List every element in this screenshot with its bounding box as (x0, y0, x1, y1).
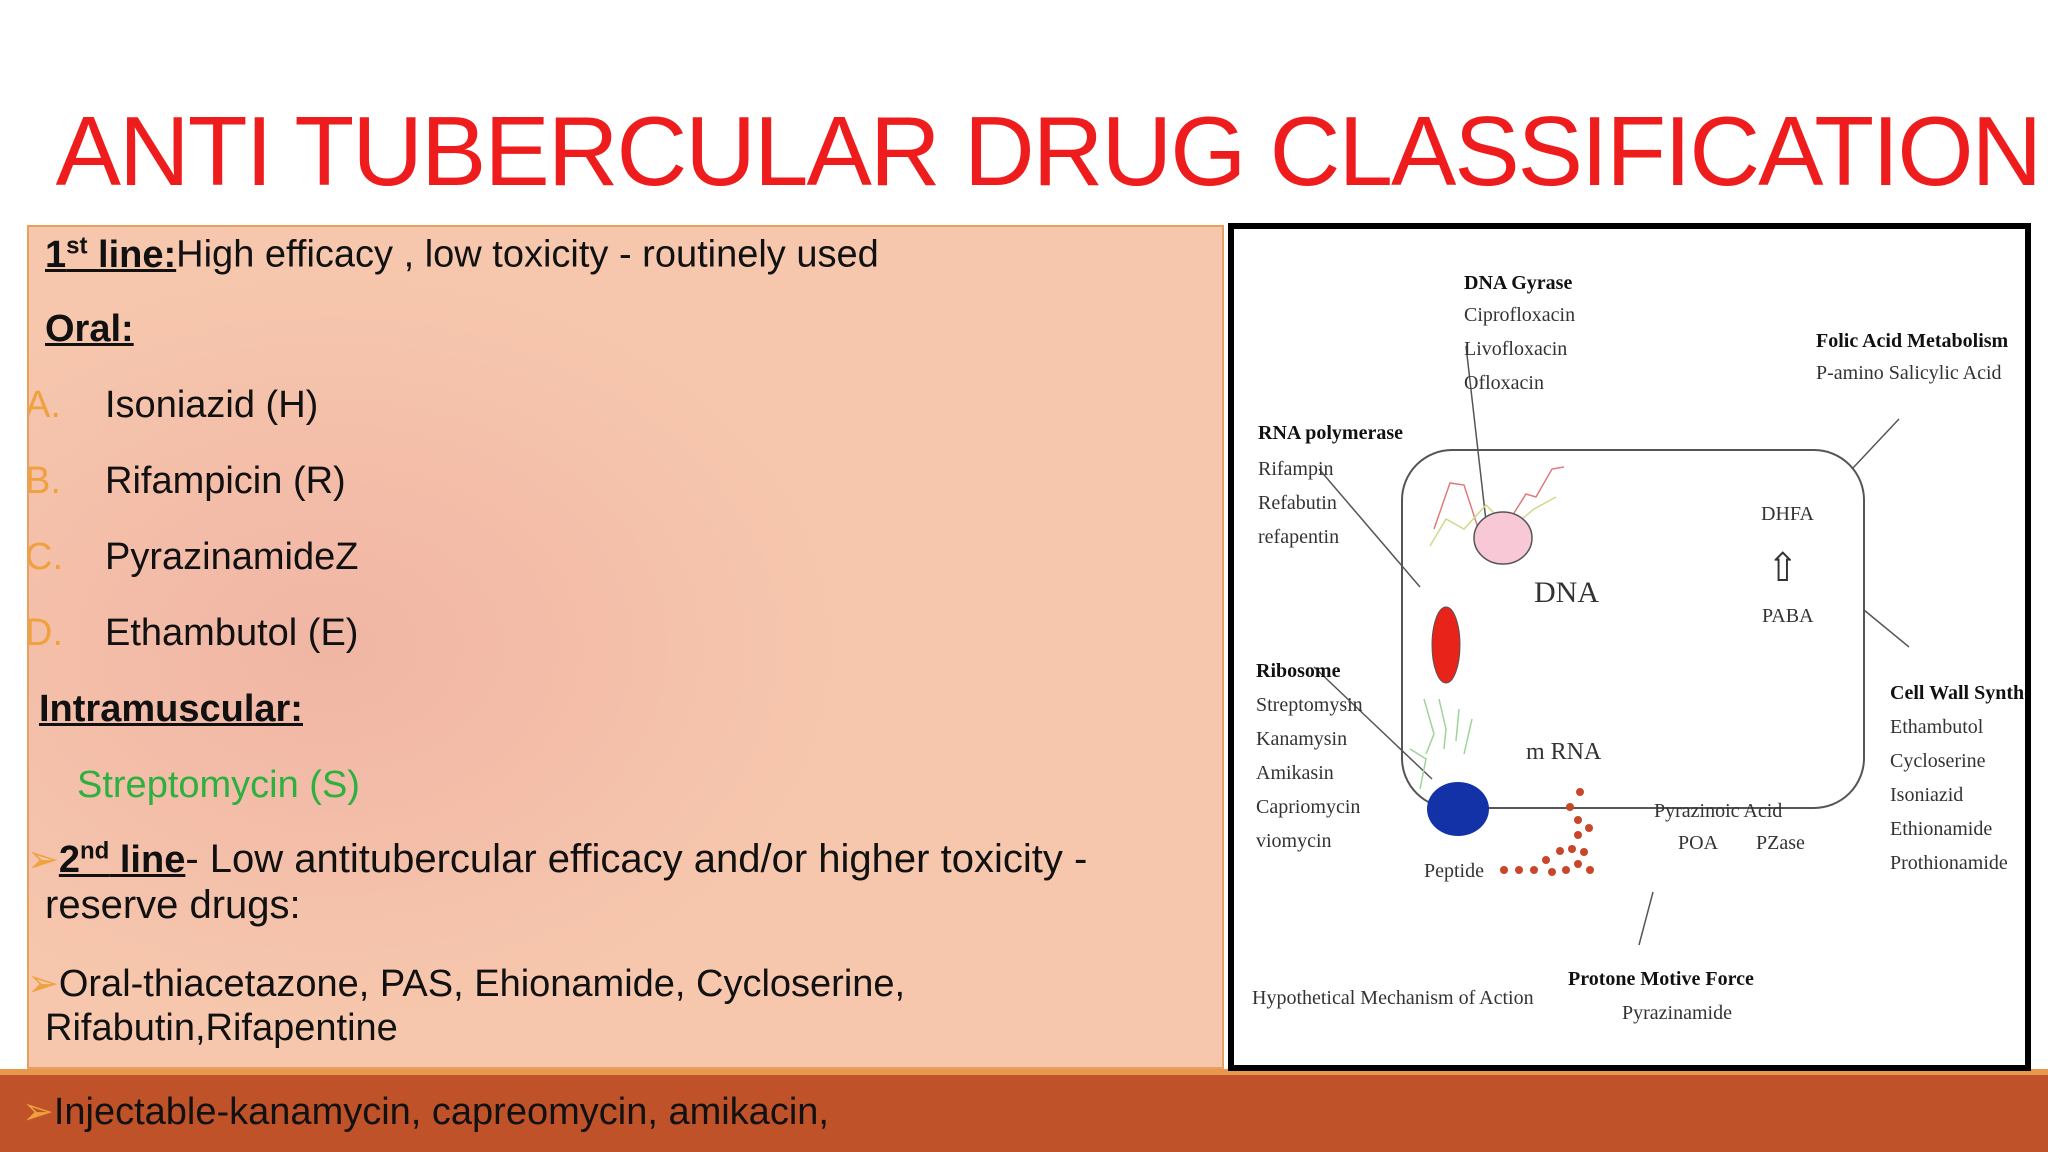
peptide-dots (1500, 788, 1594, 876)
drug-name: Ethambutol (E) (105, 612, 359, 654)
first-line-row: 1st line:High efficacy , low toxicity - … (45, 232, 879, 277)
cell-wall-drug: Cycloserine (1890, 750, 1986, 772)
dna-gyrase-drug: Ofloxacin (1464, 372, 1544, 394)
cell-wall-drug: Ethambutol (1890, 716, 1984, 738)
injectable-text: Injectable-kanamycin, capreomycin, amika… (53, 1091, 829, 1133)
second-line-word: line (109, 839, 186, 881)
poa-label: POA (1678, 832, 1719, 854)
ribosome-drug: Amikasin (1256, 762, 1334, 784)
folic-pointer (1851, 418, 1900, 470)
protone-pointer (1638, 891, 1654, 946)
mechanism-figure: DNA Gyrase Ciprofloxacin Livofloxacin Of… (1228, 223, 2031, 1071)
rna-polymerase-drug: Rifampin (1258, 458, 1334, 480)
second-line-desc: - Low antitubercular efficacy and/or hig… (185, 837, 1088, 881)
cell-wall-drug: Prothionamide (1890, 852, 2008, 874)
folic-title: Folic Acid Metabolism (1816, 330, 2009, 352)
drug-letter: D. (27, 612, 63, 654)
rna-polymerase-drug: Refabutin (1258, 492, 1337, 514)
ribosome-drug: viomycin (1256, 830, 1332, 852)
slide-title: ANTI TUBERCULAR DRUG CLASSIFICATION (55, 96, 2043, 206)
protone-drug: Pyrazinamide (1622, 1002, 1732, 1024)
mrna-label: m RNA (1526, 739, 1602, 765)
dna-gyrase-pointer (1465, 345, 1487, 522)
mechanism-diagram: DNA Gyrase Ciprofloxacin Livofloxacin Of… (1252, 272, 2025, 1024)
dna-gyrase-title: DNA Gyrase (1464, 272, 1572, 294)
oral-second-line-row: ➢Oral-thiacetazone, PAS, Ehionamide, Cyc… (27, 961, 906, 1006)
second-line-number: 2 (58, 839, 80, 881)
drug-name: Rifampicin (R) (105, 460, 346, 502)
cell-wall-pointer (1863, 609, 1910, 648)
drug-letter: A. (27, 384, 61, 426)
bullet-arrow-icon: ➢ (27, 963, 59, 1005)
figure-caption: Hypothetical Mechanism of Action (1252, 987, 1534, 1009)
classification-panel: 1st line:High efficacy , low toxicity - … (27, 225, 1224, 1069)
dna-label: DNA (1534, 576, 1599, 609)
oral-heading: Oral: (45, 308, 134, 350)
drug-name: Isoniazid (H) (105, 384, 319, 426)
ribosome-shape (1427, 782, 1489, 836)
second-line-row: ➢2nd line- Low antitubercular efficacy a… (27, 837, 1088, 882)
second-line-desc-cont: reserve drugs: (45, 883, 301, 927)
first-line-number: 1 (45, 233, 67, 276)
bottom-bar: ➢Injectable-kanamycin, capreomycin, amik… (0, 1069, 2048, 1152)
ribosome-pointer (1313, 666, 1433, 780)
streptomycin-text: Streptomycin (S) (77, 764, 360, 806)
second-line-label: 2nd line (58, 837, 186, 881)
ribosome-drug: Kanamysin (1256, 728, 1347, 750)
bacterial-cell-outline (1401, 449, 1865, 809)
first-line-desc: High efficacy , low toxicity - routinely… (176, 233, 879, 276)
mrna-strands (1409, 698, 1473, 790)
ribosome-drug: Streptomysin (1256, 694, 1363, 716)
first-line-sup: st (66, 232, 88, 259)
dna-gyrase-drug: Livofloxacin (1464, 338, 1567, 360)
cell-wall-drug: Ethionamide (1890, 818, 1992, 840)
pyrazinoic-label: Pyrazinoic Acid (1654, 800, 1782, 822)
injectable-row: ➢Injectable-kanamycin, capreomycin, amik… (22, 1089, 829, 1134)
ribosome-title: Ribosome (1256, 660, 1341, 682)
drug-letter: B. (27, 460, 61, 502)
oral-second-line-text: Oral-thiacetazone, PAS, Ehionamide, Cycl… (58, 963, 906, 1005)
intramuscular-heading: Intramuscular: (39, 688, 303, 730)
cell-wall-title: Cell Wall Synthesis (1890, 682, 2025, 704)
up-arrow-icon: ⇧ (1766, 545, 1800, 590)
first-line-label: 1st line: (45, 232, 177, 276)
dna-gyrase-shape (1473, 511, 1533, 565)
rna-polymerase-title: RNA polymerase (1258, 422, 1403, 444)
bullet-arrow-icon: ➢ (22, 1091, 54, 1133)
peptide-label: Peptide (1424, 860, 1484, 882)
bullet-arrow-icon: ➢ (27, 839, 59, 881)
dna-strand (1429, 496, 1557, 547)
pzase-label: PZase (1756, 832, 1805, 854)
first-line-word: line: (87, 233, 177, 276)
rna-pointer (1318, 468, 1421, 588)
folic-drug: P-amino Salicylic Acid (1816, 362, 2002, 384)
rna-polymerase-shape (1431, 606, 1461, 684)
dna-gyrase-drug: Ciprofloxacin (1464, 304, 1575, 326)
paba-label: PABA (1762, 605, 1814, 627)
protone-title: Protone Motive Force (1568, 968, 1754, 990)
dhfa-label: DHFA (1761, 503, 1815, 525)
second-line-sup: nd (79, 837, 110, 865)
oral-second-line-cont: Rifabutin,Rifapentine (45, 1007, 398, 1049)
rna-polymerase-drug: refapentin (1258, 526, 1339, 548)
drug-letter: C. (27, 536, 63, 578)
ribosome-drug: Capriomycin (1256, 796, 1360, 818)
cell-wall-drug: Isoniazid (1890, 784, 1963, 806)
drug-name: PyrazinamideZ (105, 536, 359, 578)
